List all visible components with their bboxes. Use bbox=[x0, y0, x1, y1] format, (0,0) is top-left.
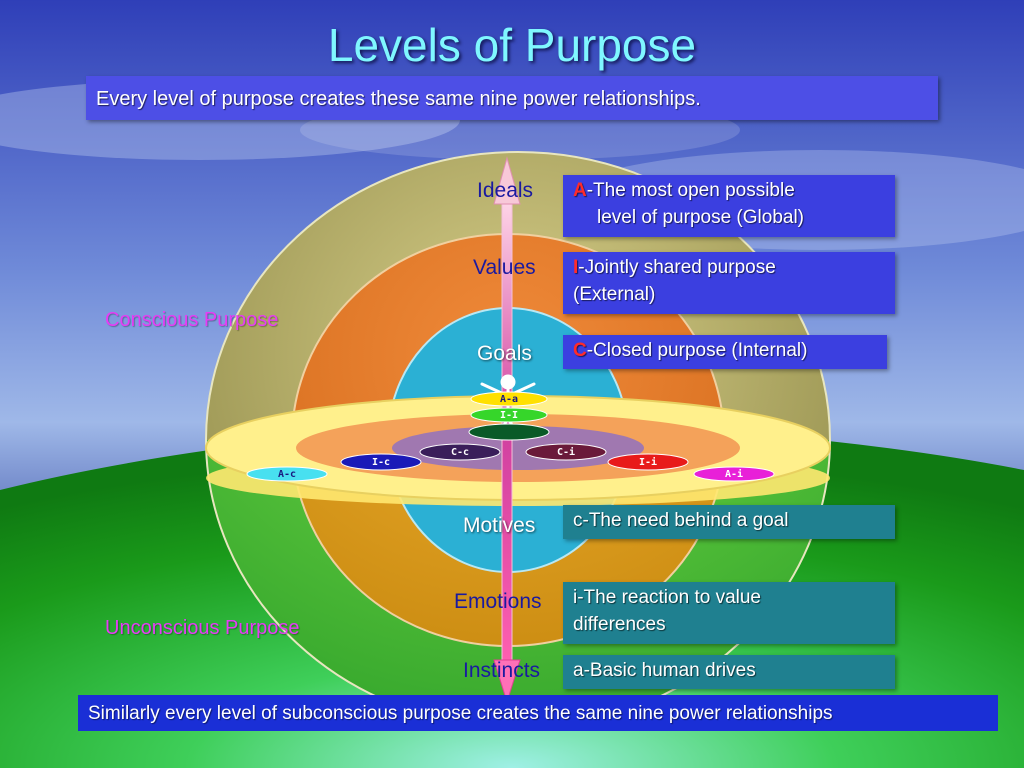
svg-text:A-i: A-i bbox=[725, 468, 743, 480]
definition-A: A-The most open possible level of purpos… bbox=[563, 175, 895, 237]
subtitle-text: Every level of purpose creates these sam… bbox=[96, 88, 701, 110]
level-label-goals: Goals bbox=[477, 342, 532, 365]
footer-text: Similarly every level of subconscious pu… bbox=[88, 703, 833, 724]
pill-A-i: A-i bbox=[693, 466, 775, 482]
definition-a: a-Basic human drives bbox=[563, 655, 895, 689]
level-label-ideals: Ideals bbox=[477, 179, 534, 202]
pill-I-I: I-I bbox=[470, 407, 548, 423]
svg-text:A-a: A-a bbox=[500, 394, 518, 405]
pill-A-c: A-c bbox=[246, 466, 328, 482]
definition-C: C-Closed purpose (Internal) bbox=[563, 335, 887, 369]
svg-text:A-c: A-c bbox=[278, 469, 296, 480]
conscious-purpose-label: Conscious Purpose bbox=[105, 309, 279, 331]
page-title: Levels of Purpose bbox=[327, 19, 697, 71]
level-label-instincts: Instincts bbox=[463, 659, 541, 682]
unconscious-purpose-label: Unconscious Purpose bbox=[105, 617, 300, 639]
subtitle-box: Every level of purpose creates these sam… bbox=[86, 76, 938, 120]
level-label-motives: Motives bbox=[463, 514, 536, 537]
svg-text:I-I: I-I bbox=[500, 410, 518, 421]
svg-text:C-i: C-i bbox=[557, 446, 575, 458]
pill-A-a: A-a bbox=[470, 391, 548, 407]
pill-C-c: C-c bbox=[419, 443, 501, 461]
pill-I-i: I-i bbox=[607, 453, 689, 471]
definition-i: i-The reaction to value differences bbox=[563, 582, 895, 644]
definition-c: c-The need behind a goal bbox=[563, 505, 895, 539]
pill-I-c: I-c bbox=[340, 453, 422, 471]
level-label-values: Values bbox=[473, 256, 536, 279]
level-label-emotions: Emotions bbox=[454, 590, 542, 613]
footer-box: Similarly every level of subconscious pu… bbox=[78, 695, 998, 731]
pill-center bbox=[468, 423, 550, 441]
svg-text:I-i: I-i bbox=[639, 456, 657, 468]
svg-text:I-c: I-c bbox=[372, 457, 390, 468]
svg-text:C-c: C-c bbox=[451, 447, 469, 458]
definition-I: I-Jointly shared purpose (External) bbox=[563, 252, 895, 314]
pill-C-i: C-i bbox=[525, 443, 607, 461]
